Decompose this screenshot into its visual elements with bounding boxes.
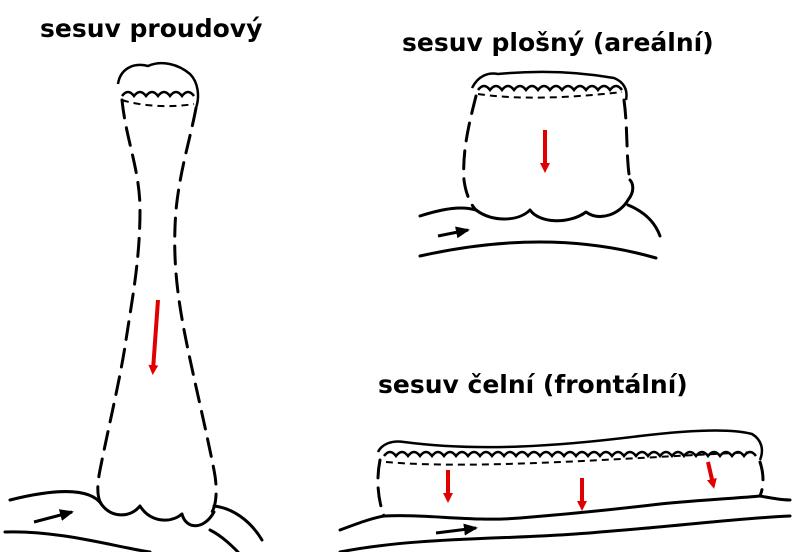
stream-motion-arrow bbox=[153, 300, 158, 370]
frontal-landslide-figure bbox=[340, 430, 790, 552]
area-ground-upper bbox=[420, 208, 476, 216]
frontal-river-arrow bbox=[436, 528, 476, 533]
area-river-arrow bbox=[438, 230, 468, 236]
frontal-right-edge bbox=[760, 462, 763, 496]
stream-right-edge bbox=[175, 108, 216, 512]
stream-ground-lower bbox=[5, 532, 150, 552]
stream-toe bbox=[102, 505, 214, 526]
stream-ground-upper bbox=[10, 492, 102, 505]
area-landslide-figure bbox=[420, 72, 660, 258]
area-left-edge bbox=[464, 96, 476, 210]
stream-landslide-figure bbox=[5, 63, 262, 552]
frontal-ground-lower bbox=[340, 516, 790, 552]
area-ground-lower bbox=[420, 242, 656, 258]
stream-river-arrow bbox=[34, 512, 72, 522]
frontal-scarp bbox=[378, 430, 762, 460]
stream-scarp bbox=[118, 63, 198, 108]
frontal-ground-upper bbox=[340, 516, 384, 530]
area-toe bbox=[476, 180, 633, 221]
frontal-left-edge bbox=[378, 460, 384, 516]
frontal-motion-arrow-3 bbox=[708, 462, 713, 484]
area-right-edge bbox=[624, 100, 630, 180]
frontal-toe bbox=[384, 496, 760, 519]
stream-left-edge bbox=[98, 100, 140, 505]
